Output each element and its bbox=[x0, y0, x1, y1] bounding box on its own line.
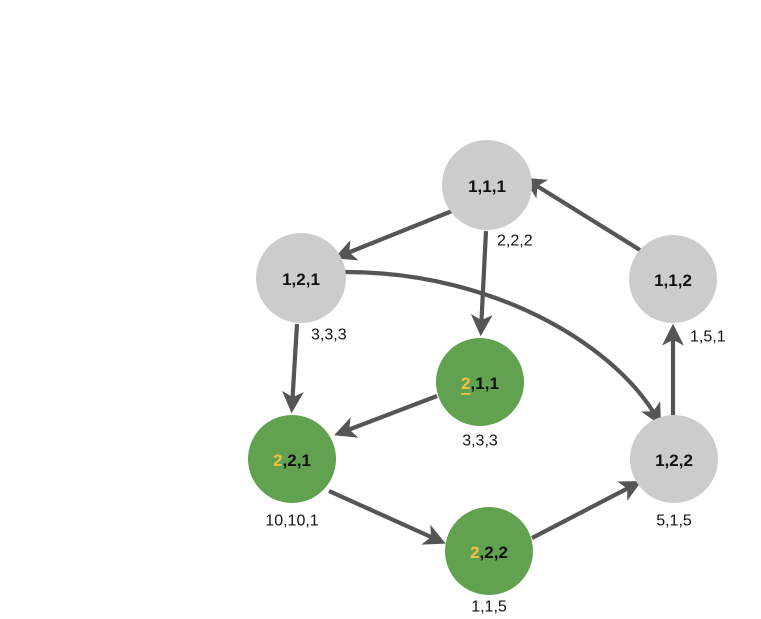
node-caption-n211: 3,3,3 bbox=[462, 433, 498, 450]
node-caption-n121: 3,3,3 bbox=[311, 327, 347, 344]
node-circle-n221[interactable] bbox=[248, 415, 336, 503]
node-caption-n222: 1,1,5 bbox=[471, 599, 507, 616]
node-caption-n111: 2,2,2 bbox=[497, 233, 533, 250]
node-caption-n122: 5,1,5 bbox=[656, 513, 692, 530]
edge-n112-to-n111 bbox=[523, 177, 642, 252]
node-caption-n112: 1,5,1 bbox=[690, 329, 726, 346]
node-circle-n211[interactable] bbox=[436, 338, 524, 426]
edge-n121-to-n221 bbox=[282, 323, 304, 414]
edge-n121-to-n122 bbox=[344, 269, 662, 426]
edges-layer bbox=[282, 177, 684, 545]
edge-n211-to-n221 bbox=[334, 394, 438, 438]
node-circle-n122[interactable] bbox=[630, 415, 718, 503]
node-n221[interactable]: 2,2,110,10,1 bbox=[248, 415, 336, 530]
node-circle-n222[interactable] bbox=[445, 507, 533, 595]
nodes-layer: 1,1,12,2,21,2,13,3,31,1,21,5,12,1,13,3,3… bbox=[248, 140, 726, 616]
node-n112[interactable]: 1,1,21,5,1 bbox=[629, 235, 726, 346]
node-n122[interactable]: 1,2,25,1,5 bbox=[630, 415, 718, 530]
node-caption-n221: 10,10,1 bbox=[265, 513, 318, 530]
edge-n222-to-n122 bbox=[531, 481, 642, 540]
edge-n111-to-n211 bbox=[470, 230, 493, 337]
node-circle-n121[interactable] bbox=[256, 233, 346, 323]
edge-n221-to-n222 bbox=[328, 489, 446, 545]
node-circle-n111[interactable] bbox=[442, 140, 532, 230]
node-n222[interactable]: 2,2,21,1,5 bbox=[445, 507, 533, 616]
node-n211[interactable]: 2,1,13,3,3 bbox=[436, 338, 524, 450]
node-circle-n112[interactable] bbox=[629, 235, 717, 323]
node-n121[interactable]: 1,2,13,3,3 bbox=[256, 233, 347, 344]
edge-n111-to-n121 bbox=[334, 209, 453, 261]
